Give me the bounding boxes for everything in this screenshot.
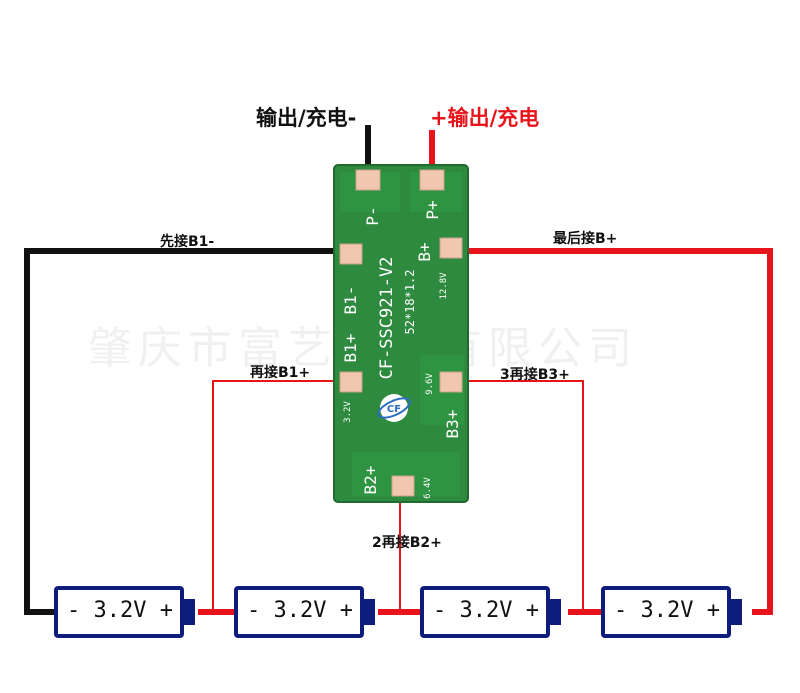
battery-body: - 3.2V + — [234, 586, 364, 638]
label-then-b2-pos: 2再接B2+ — [372, 535, 442, 551]
wire-b1-neg — [24, 248, 346, 615]
wire-b-pos — [446, 248, 773, 615]
battery-label: - 3.2V + — [614, 598, 720, 623]
pcb-board: CF P- P+ B+ B1- B1+ B3+ B2+ CF-SSC921-V2… — [333, 164, 469, 503]
battery-label: - 3.2V + — [433, 598, 539, 623]
battery-1: - 3.2V + — [54, 586, 206, 638]
label-pad-b3-pos: B3+ — [443, 410, 462, 439]
label-then-b3-pos: 3再接B3+ — [500, 367, 570, 383]
pad-b-neg — [339, 243, 363, 265]
battery-body: - 3.2V + — [601, 586, 731, 638]
cf-logo-icon — [380, 394, 408, 422]
wire-b3-pos — [446, 380, 584, 612]
pad-p-pos — [419, 169, 445, 191]
label-output-charge-negative: 输出/充电- — [256, 106, 357, 130]
label-pad-p-pos: P+ — [423, 200, 442, 219]
label-pad-b1-pos: B1+ — [341, 334, 360, 363]
label-pad-b-pos: B+ — [415, 242, 434, 261]
voltage-9v6: 9.6V — [425, 373, 435, 395]
cf-logo-text: CF — [387, 404, 401, 415]
pad-b2-pos — [391, 475, 415, 497]
voltage-6v4: 6.4V — [423, 477, 433, 499]
battery-terminal — [363, 599, 375, 625]
board-model: CF-SSC921-V2 — [377, 257, 397, 380]
battery-2: - 3.2V + — [234, 586, 386, 638]
wires — [24, 125, 773, 615]
label-first-b1-neg: 先接B1- — [160, 234, 215, 250]
battery-4: - 3.2V + — [601, 586, 753, 638]
label-then-b1-pos: 再接B1+ — [250, 365, 311, 381]
label-last-b-pos: 最后接B+ — [553, 231, 618, 247]
voltage-12v8: 12.8V — [439, 272, 449, 300]
voltage-3v2: 3.2V — [343, 401, 353, 423]
label-pad-b2-pos: B2+ — [361, 466, 380, 495]
battery-terminal — [183, 599, 195, 625]
wire-b1-pos — [212, 380, 346, 612]
label-output-charge-positive: +输出/充电 — [430, 106, 540, 130]
battery-label: - 3.2V + — [247, 598, 353, 623]
battery-terminal — [549, 599, 561, 625]
pad-b1-pos — [339, 371, 363, 393]
pad-p-neg — [355, 169, 381, 191]
board-body — [333, 164, 469, 503]
battery-body: - 3.2V + — [420, 586, 550, 638]
battery-terminal — [730, 599, 742, 625]
pad-b3-pos — [439, 371, 463, 393]
battery-3: - 3.2V + — [420, 586, 572, 638]
label-pad-b-neg: B1- — [341, 286, 360, 315]
battery-label: - 3.2V + — [67, 598, 173, 623]
battery-body: - 3.2V + — [54, 586, 184, 638]
label-pad-p-neg: P- — [363, 206, 382, 225]
pad-b-pos — [439, 237, 463, 259]
board-size: 52*18*1.2 — [403, 269, 417, 334]
